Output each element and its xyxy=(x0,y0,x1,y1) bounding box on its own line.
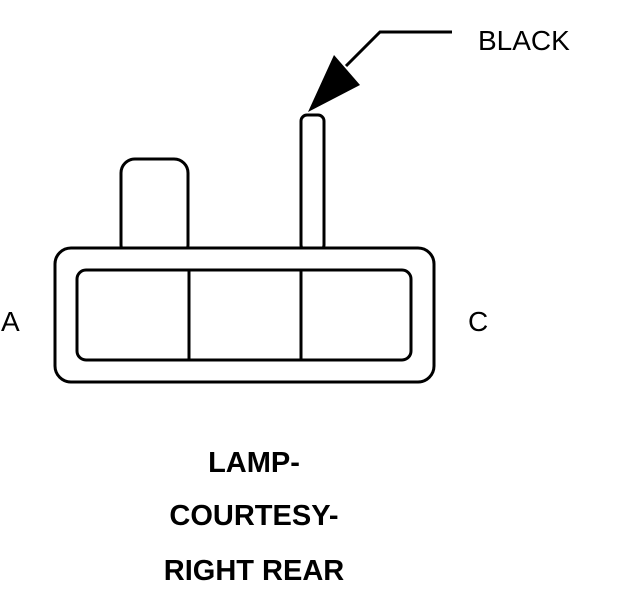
wire-arrowhead xyxy=(308,55,360,112)
title-line-2: COURTESY- xyxy=(169,500,338,532)
terminal-pin xyxy=(299,113,326,253)
wire-leader-line xyxy=(344,30,452,68)
title-line-3: RIGHT REAR xyxy=(164,555,345,587)
wire-color-label: BLACK xyxy=(478,25,570,56)
cavity-frame xyxy=(75,268,413,362)
title-line-1: LAMP- xyxy=(208,447,300,479)
locking-tab xyxy=(119,157,190,261)
pin-label-c: C xyxy=(468,306,488,337)
pin-label-a: A xyxy=(1,306,20,337)
